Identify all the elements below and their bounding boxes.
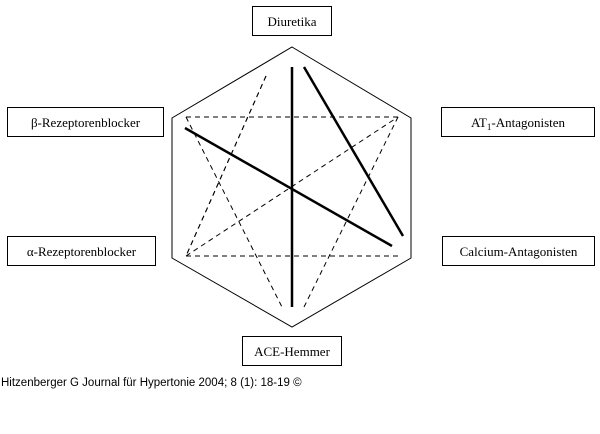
solid-line-beta_blocker-calcium — [184, 126, 393, 248]
node-diuretika: Diuretika — [252, 6, 332, 36]
solid-connections — [184, 66, 405, 307]
node-at1-subscript: 1 — [486, 121, 492, 132]
node-calcium-antagonisten: Calcium-Antagonisten — [442, 236, 595, 266]
citation-text: Hitzenberger G Journal für Hypertonie 20… — [1, 377, 302, 389]
node-calcium-label: Calcium-Antagonisten — [459, 243, 578, 259]
node-ace-hemmer: ACE-Hemmer — [242, 336, 342, 366]
solid-line-diuretika-calcium — [302, 66, 405, 237]
node-ace-label: ACE-Hemmer — [254, 343, 330, 359]
dashed-line-diuretika-alpha_blocker — [185, 75, 267, 257]
node-beta-label: β-Rezeptorenblocker — [30, 114, 141, 130]
node-alpha-rezeptorenblocker: α-Rezeptorenblocker — [7, 236, 156, 266]
node-at1-prefix: AT — [470, 114, 487, 130]
node-diuretika-label: Diuretika — [267, 13, 317, 29]
node-at1-suffix: -Antagonisten — [491, 114, 566, 130]
hexagon-outline — [171, 46, 412, 328]
node-alpha-label: α-Rezeptorenblocker — [26, 243, 137, 259]
node-beta-rezeptorenblocker: β-Rezeptorenblocker — [7, 107, 164, 137]
dashed-line-beta_blocker-ace — [185, 116, 283, 308]
node-at1-antagonisten: AT1-Antagonisten — [441, 107, 595, 137]
hexagon-diagram — [171, 46, 412, 328]
node-at1-label: AT1-Antagonisten — [470, 114, 566, 132]
